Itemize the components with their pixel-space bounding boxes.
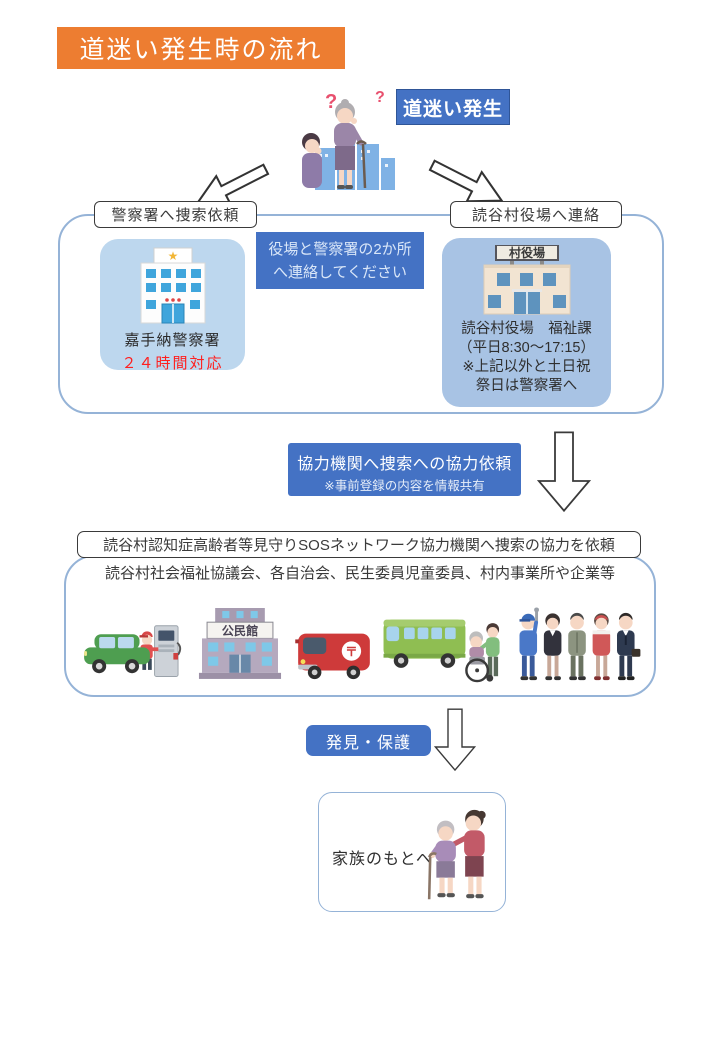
office-card: 村役場 読谷村役場 福祉課 （平日8:30～17:15） ※上記以外と土日祝 祭… <box>442 238 611 407</box>
cooperation-request-line1: 協力機関へ捜索への協力依頼 <box>297 456 512 473</box>
office-branch-label: 読谷村役場へ連絡 <box>450 201 622 228</box>
down-arrow-icon <box>537 431 591 513</box>
lost-person-illustration: ? ? <box>302 89 395 190</box>
postal-van-icon: 〒 <box>294 633 370 680</box>
police-availability: ２４時間対応 <box>121 355 224 372</box>
cooperation-request-line2: ※事前登録の内容を情報共有 <box>324 479 485 493</box>
family-label: 家族のもとへ <box>332 851 433 868</box>
down-arrow-icon <box>434 708 476 772</box>
question-mark: ? <box>325 91 337 113</box>
page-title: 道迷い発生時の流れ <box>57 27 345 69</box>
contact-note-box: 役場と警察署の2か所 へ連絡してください <box>256 232 424 289</box>
community-hall-sign: 公民館 <box>222 623 258 638</box>
cooperation-request-box: 協力機関へ捜索への協力依頼 ※事前登録の内容を情報共有 <box>288 443 521 496</box>
police-name: 嘉手納警察署 <box>124 332 221 349</box>
office-name: 読谷村役場 福祉課 <box>461 321 592 337</box>
family-reunion-box: 家族のもとへ <box>318 792 506 912</box>
contact-note-line2: へ連絡してください <box>272 263 408 281</box>
svg-text:★: ★ <box>167 249 178 263</box>
workers-group-icon <box>519 607 641 681</box>
police-card: ★ 嘉手納警察署 ２４時間対応 <box>100 239 245 372</box>
village-office-sign: 村役場 <box>508 245 544 260</box>
bus-wheelchair-icon <box>383 619 500 683</box>
police-station-icon: ★ <box>137 247 209 327</box>
found-protect-box: 発見・保護 <box>306 725 431 756</box>
question-mark: ? <box>375 89 385 106</box>
office-note-line2: 祭日は警察署へ <box>475 378 578 395</box>
family-reunion-icon <box>427 809 486 900</box>
network-illustrations-row: 公民館 〒 <box>80 596 642 684</box>
police-branch-label: 警察署へ捜索依頼 <box>94 201 257 228</box>
postal-mark: 〒 <box>345 645 358 659</box>
community-hall-icon: 公民館 <box>198 608 281 679</box>
office-note-line1: ※上記以外と土日祝 <box>462 359 591 376</box>
start-event-box: 道迷い発生 <box>396 89 510 125</box>
car-gas-station-icon <box>84 625 182 677</box>
village-office-icon: 村役場 <box>472 245 582 317</box>
sos-network-label: 読谷村認知症高齢者等見守りSOSネットワーク協力機関へ捜索の協力を依頼 <box>77 531 641 558</box>
contact-note-line1: 役場と警察署の2か所 <box>268 241 412 258</box>
network-members-text: 読谷村社会福祉協議会、各自治会、民生委員児童委員、村内事業所や企業等 <box>104 565 615 582</box>
office-hours: （平日8:30～17:15） <box>457 340 595 357</box>
